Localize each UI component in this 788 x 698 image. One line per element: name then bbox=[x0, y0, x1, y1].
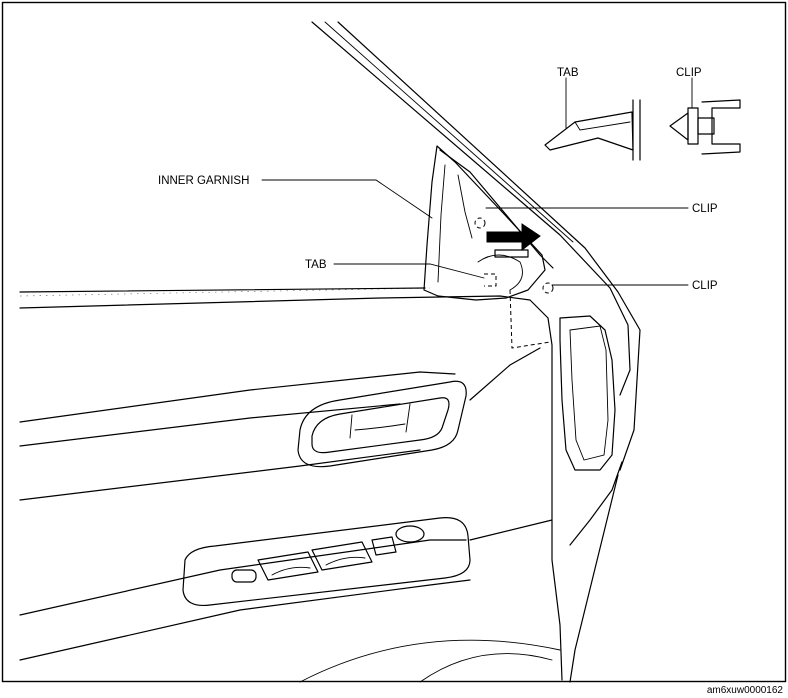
clip-upper-marker-icon bbox=[474, 217, 486, 229]
leader-lines bbox=[261, 179, 689, 286]
door-trim-panel bbox=[19, 287, 623, 683]
inner-garnish-part bbox=[423, 145, 546, 301]
tab-detail-inset bbox=[544, 77, 641, 161]
door-handle-recess bbox=[297, 380, 467, 468]
label-clip-lower: CLIP bbox=[692, 280, 718, 292]
label-clip-upper: CLIP bbox=[692, 203, 718, 215]
clip-lower-marker-icon bbox=[542, 282, 554, 294]
a-pillar-frame bbox=[311, 21, 641, 471]
reference-dotted-line bbox=[19, 287, 431, 297]
figure-frame bbox=[1, 1, 787, 683]
removal-arrow-icon bbox=[486, 223, 541, 258]
label-detail-clip: CLIP bbox=[676, 67, 702, 79]
label-tab: TAB bbox=[305, 259, 327, 271]
hidden-area-outline bbox=[509, 289, 551, 349]
label-detail-tab: TAB bbox=[557, 67, 579, 79]
window-switch-panel bbox=[182, 517, 471, 607]
clip-detail-inset bbox=[669, 77, 741, 155]
label-inner-garnish: INNER GARNISH bbox=[158, 175, 249, 187]
figure-code: am6xuw0000162 bbox=[707, 685, 784, 696]
tab-marker-icon bbox=[484, 273, 497, 287]
